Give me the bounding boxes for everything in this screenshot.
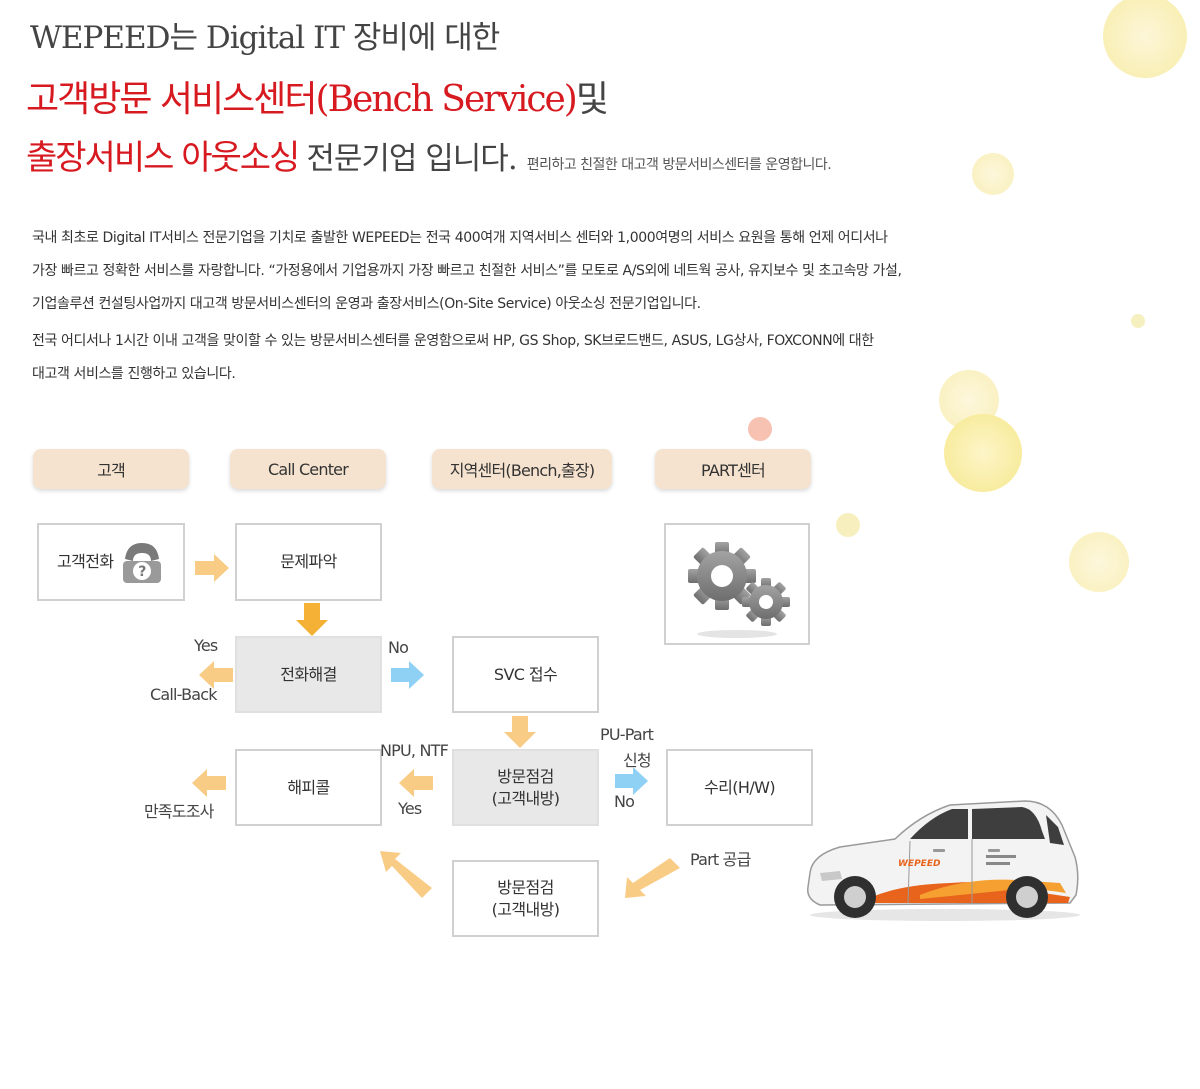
node-visit-check-2: 방문점검 (고객내방) [452,860,599,937]
node-svc-receipt: SVC 접수 [452,636,599,713]
label-yes: Yes [398,799,422,818]
arrow-down-icon [296,603,328,636]
intro-paragraph-1: 국내 최초로 Digital IT서비스 전문기업을 기치로 출발한 WEPEE… [32,222,1132,321]
node-label: 고객전화 [57,552,114,571]
decor-circle [748,417,772,441]
decor-circle [1069,532,1129,592]
heading-line-2-red: 고객방문 서비스센터(Bench Service) [26,79,578,120]
node-repair: 수리(H/W) [666,749,813,826]
label-no: No [614,792,635,811]
decor-circle [836,513,860,537]
node-happy-call: 해피콜 [235,749,382,826]
arrow-left-icon [199,661,233,689]
decor-circle [1103,0,1187,78]
label-npu-ntf: NPU, NTF [380,741,449,760]
label-callback: Call-Back [150,685,218,704]
label-part-supply: Part 공급 [690,850,751,869]
intro-line: 가장 빠르고 정확한 서비스를 자랑합니다. “가정용에서 기업용까지 가장 빠… [32,263,902,279]
heading-line-1: WEPEED는 Digital IT 장비에 대한 [30,20,500,56]
arrow-right-icon [391,661,424,689]
node-label: 방문점검 [497,877,554,897]
service-car-icon [807,800,1080,921]
node-part-center [664,523,810,645]
decor-circle [972,153,1014,195]
intro-line: 국내 최초로 Digital IT서비스 전문기업을 기치로 출발한 WEPEE… [32,230,888,246]
column-header-region-center: 지역센터(Bench,출장) [432,449,612,489]
label-pu-part: PU-Part [600,725,654,744]
intro-line: 대고객 서비스를 진행하고 있습니다. [32,366,236,382]
heading-subtitle: 편리하고 친절한 대고객 방문서비스센터를 운영합니다. [526,157,832,173]
heading-line-3-red: 출장서비스 아웃소싱 [26,138,300,178]
intro-line: 기업솔루션 컨설팅사업까지 대고객 방문서비스센터의 운영과 출장서비스(On-… [32,296,701,312]
node-label: 방문점검 [497,766,554,786]
car-brand-logo: WEPEED [898,859,941,869]
heading-line-2-dark: 및 [575,79,609,120]
column-header-part-center: PART센터 [655,449,811,489]
node-phone-resolve: 전화해결 [235,636,382,713]
intro-line: 전국 어디서나 1시간 이내 고객을 맞이할 수 있는 방문서비스센터를 운영함… [32,333,874,349]
node-problem-analysis: 문제파악 [235,523,382,601]
arrow-left-icon [399,769,433,797]
label-yes: Yes [194,636,218,655]
phone-question-icon: ? [123,543,162,583]
node-customer-call: 고객전화 ? [37,523,185,601]
arrow-down-icon [504,716,536,748]
column-header-customer: 고객 [33,449,189,489]
gear-icon [688,542,790,638]
arrow-right-icon [615,767,648,795]
decor-circle [944,414,1022,492]
heading-line-2: 고객방문 서비스센터(Bench Service)및 [26,70,609,122]
node-visit-check-1: 방문점검 (고객내방) [452,749,599,826]
arrow-down-left-icon [625,858,680,898]
decor-circle [1131,314,1145,328]
label-request: 신청 [623,751,652,770]
heading-line-3-dark: 전문기업 입니다. [306,141,517,177]
arrow-left-icon [192,769,226,797]
arrow-up-left-icon [380,851,432,898]
intro-paragraph-2: 전국 어디서나 1시간 이내 고객을 맞이할 수 있는 방문서비스센터를 운영함… [32,325,1132,391]
label-satisfaction: 만족도조사 [144,802,214,821]
node-label: (고객내방) [491,788,560,808]
arrow-right-icon [195,554,229,582]
label-no: No [388,638,409,657]
node-label: (고객내방) [491,899,560,919]
column-header-call-center: Call Center [230,449,386,489]
svg-text:?: ? [139,564,147,580]
